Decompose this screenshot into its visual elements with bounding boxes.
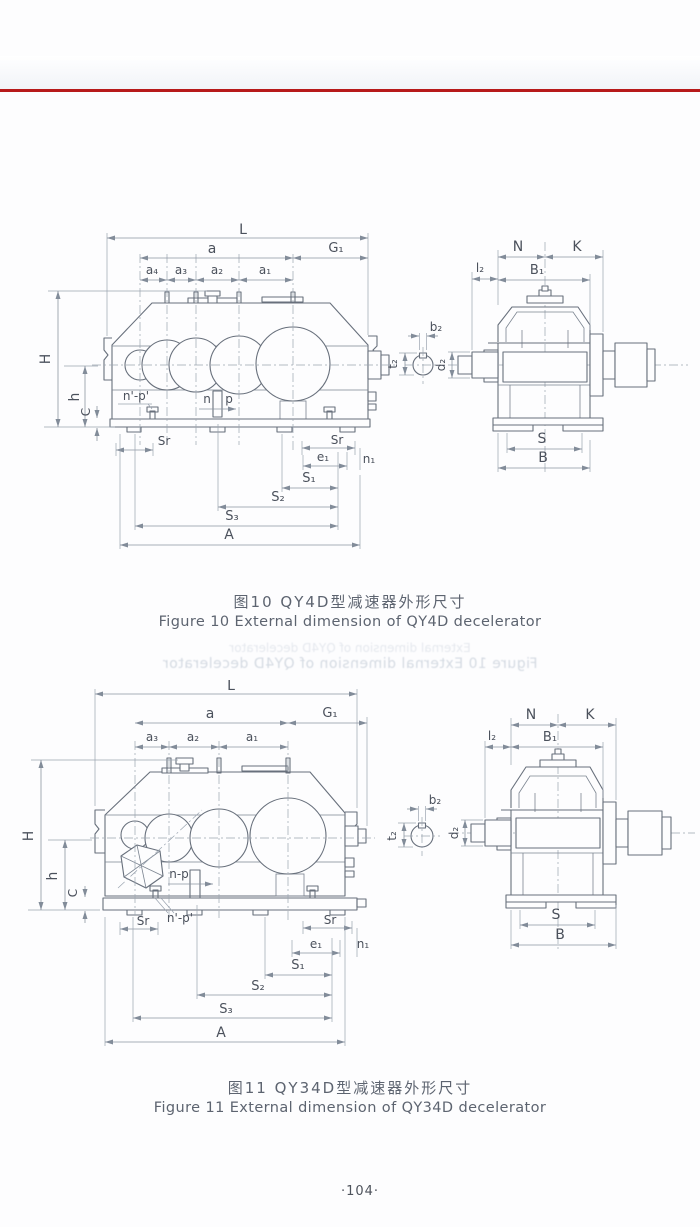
fig11-left-dimensions: H h C [21, 759, 178, 923]
dim-label-N: N [526, 707, 536, 723]
dim-label-L: L [227, 680, 235, 694]
dim-label-G1: G₁ [328, 241, 343, 256]
dim-label-N: N [513, 239, 523, 255]
label-np: n-p [169, 867, 189, 881]
show-through-line1: External dimension of QY4D decelerator [229, 641, 471, 655]
dim-label-H: H [38, 354, 54, 365]
label-np-prime: n'-p' [167, 911, 193, 925]
dim-label-Sr-right: Sr [331, 433, 344, 447]
dim-label-G1: G₁ [322, 706, 337, 721]
dim-label-S1: S₁ [302, 471, 315, 486]
fig11-bottom-dimensions: n-p n'-p' Sr Sr e₁ n₁ S₁ S₂ S₃ A [104, 867, 370, 1046]
dim-label-h: h [67, 393, 83, 402]
dim-label-B: B [538, 450, 548, 466]
figure10-caption-zh: 图10 QY4D型减速器外形尺寸 [233, 593, 467, 611]
label-np-prime: n'-p' [123, 389, 149, 403]
figure11-caption: 图11 QY34D型减速器外形尺寸 Figure 11 External dim… [0, 1078, 700, 1119]
dim-label-H: H [21, 831, 37, 842]
dim-label-C: C [79, 408, 93, 416]
dim-label-Sr-left: Sr [158, 434, 171, 448]
label-p: p [225, 392, 233, 406]
fig10-end-view: N K l₂ B₁ d₂ S B [434, 239, 688, 472]
dim-label-B: B [555, 927, 565, 943]
dim-label-S2: S₂ [271, 490, 284, 505]
dim-label-n1: n₁ [363, 452, 376, 466]
fig11-top-dimensions: L a G₁ a₃ a₂ a₁ [94, 680, 368, 826]
scan-shading [0, 56, 700, 89]
dim-label-S: S [552, 907, 561, 923]
dim-label-l2: l₂ [488, 729, 496, 743]
dim-label-a2: a₂ [187, 730, 199, 744]
dim-label-S3: S₃ [225, 509, 238, 524]
dim-label-n1: n₁ [357, 937, 370, 951]
figure11-drawing: L a G₁ a₃ a₂ a₁ H h C n-p n'-p' Sr Sr [21, 680, 695, 1046]
show-through-line2: Figure 10 External dimension of QY4D dec… [162, 656, 538, 672]
figure11-caption-zh: 图11 QY34D型减速器外形尺寸 [227, 1079, 473, 1097]
fig11-side-view-housing [94, 757, 367, 916]
dim-label-t2: t₂ [385, 831, 399, 841]
dim-label-a: a [208, 241, 217, 257]
dim-label-a1: a₁ [246, 730, 258, 744]
dim-label-b2: b₂ [429, 793, 442, 807]
dim-label-h: h [45, 872, 61, 881]
fig10-left-dimensions: H h C [38, 290, 207, 441]
dim-label-d2: d₂ [434, 359, 448, 372]
fig11-end-view: N K l₂ B₁ d₂ S B [447, 707, 695, 952]
fig10-top-dimensions: L a G₁ a₄ a₃ a₂ a₁ [106, 222, 369, 336]
dim-label-a: a [206, 706, 215, 722]
dim-label-S2: S₂ [251, 979, 264, 994]
dim-label-a4: a₄ [146, 263, 158, 277]
top-red-rule [0, 89, 700, 92]
dim-label-A: A [216, 1025, 226, 1041]
dim-label-e1: e₁ [317, 450, 329, 464]
dim-label-S3: S₃ [219, 1002, 232, 1017]
dim-label-A: A [224, 527, 234, 543]
dim-label-a3: a₃ [175, 263, 187, 277]
dim-label-d2: d₂ [447, 827, 461, 840]
page-number: ·104· [340, 1184, 380, 1199]
dim-label-Sr-right: Sr [324, 913, 337, 927]
fig10-centerlines [92, 254, 397, 450]
dim-label-t2: t₂ [386, 359, 400, 369]
dim-label-L: L [239, 222, 247, 238]
dim-label-l2: l₂ [476, 261, 484, 275]
dim-label-K: K [572, 239, 582, 255]
fig11-centerlines [90, 741, 375, 920]
dim-label-K: K [585, 707, 595, 723]
dim-label-Sr-left: Sr [137, 914, 150, 928]
dim-label-B1: B₁ [530, 263, 544, 278]
fig11-key-detail: b₂ t₂ [385, 793, 441, 856]
dim-label-S1: S₁ [291, 958, 304, 973]
dim-label-C: C [66, 889, 80, 897]
dim-label-a2: a₂ [211, 263, 223, 277]
figure10-caption: 图10 QY4D型减速器外形尺寸 Figure 10 External dime… [0, 592, 700, 633]
dim-label-e1: e₁ [310, 937, 322, 951]
fig10-bottom-dimensions: n'-p' n p Sr Sr e₁ n₁ S₁ S₂ S₃ A [115, 389, 376, 549]
fig10-side-view-housing [103, 290, 390, 433]
fig10-key-detail: b₂ t₂ [386, 320, 442, 384]
dim-label-a1: a₁ [259, 263, 271, 277]
figure11-caption-en: Figure 11 External dimension of QY34D de… [153, 1100, 547, 1116]
dim-label-B1: B₁ [543, 730, 557, 745]
dim-label-S: S [538, 431, 547, 447]
figure10-drawing: L a G₁ a₄ a₃ a₂ a₁ H h C n'-p' n p Sr [38, 222, 688, 549]
dim-label-b2: b₂ [430, 320, 443, 334]
show-through-text: External dimension of QY4D decelerator F… [70, 641, 630, 673]
figure10-caption-en: Figure 10 External dimension of QY4D dec… [158, 614, 542, 630]
dim-label-a3: a₃ [146, 730, 158, 744]
label-n: n [203, 392, 211, 406]
